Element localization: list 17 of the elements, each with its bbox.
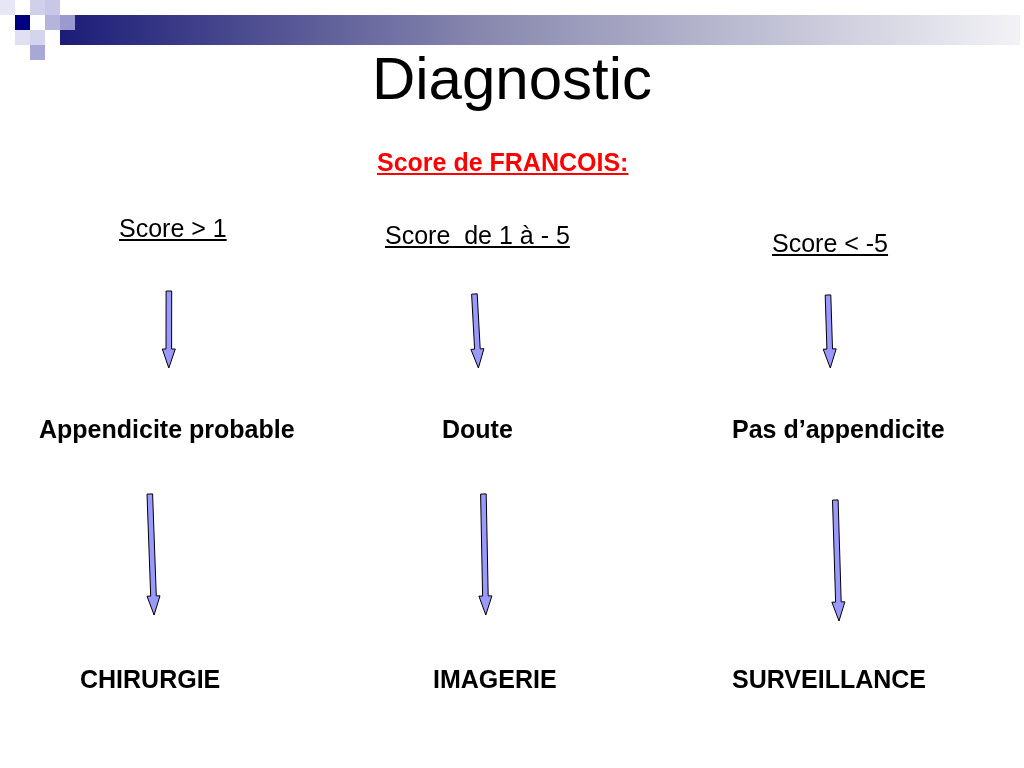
- slide-title: Diagnostic: [371, 49, 653, 109]
- score-range-label: Score > 1: [119, 216, 227, 241]
- block-arrow: [146, 493, 161, 616]
- diagnosis-label: Doute: [442, 417, 513, 442]
- block-arrow: [831, 499, 846, 622]
- management-label: SURVEILLANCE: [732, 667, 926, 692]
- diagnosis-label: Pas d’appendicite: [732, 417, 945, 442]
- block-arrow: [822, 294, 837, 369]
- management-label: IMAGERIE: [433, 667, 557, 692]
- block-arrow: [470, 293, 485, 369]
- score-range-label: Score < -5: [772, 231, 889, 256]
- block-arrow: [161, 290, 176, 369]
- block-arrow: [478, 493, 493, 616]
- subtitle: Score de FRANCOIS:: [377, 150, 629, 175]
- score-range-label: Score de 1 à - 5: [385, 223, 570, 248]
- management-label: CHIRURGIE: [80, 667, 221, 692]
- diagnosis-label: Appendicite probable: [39, 417, 295, 442]
